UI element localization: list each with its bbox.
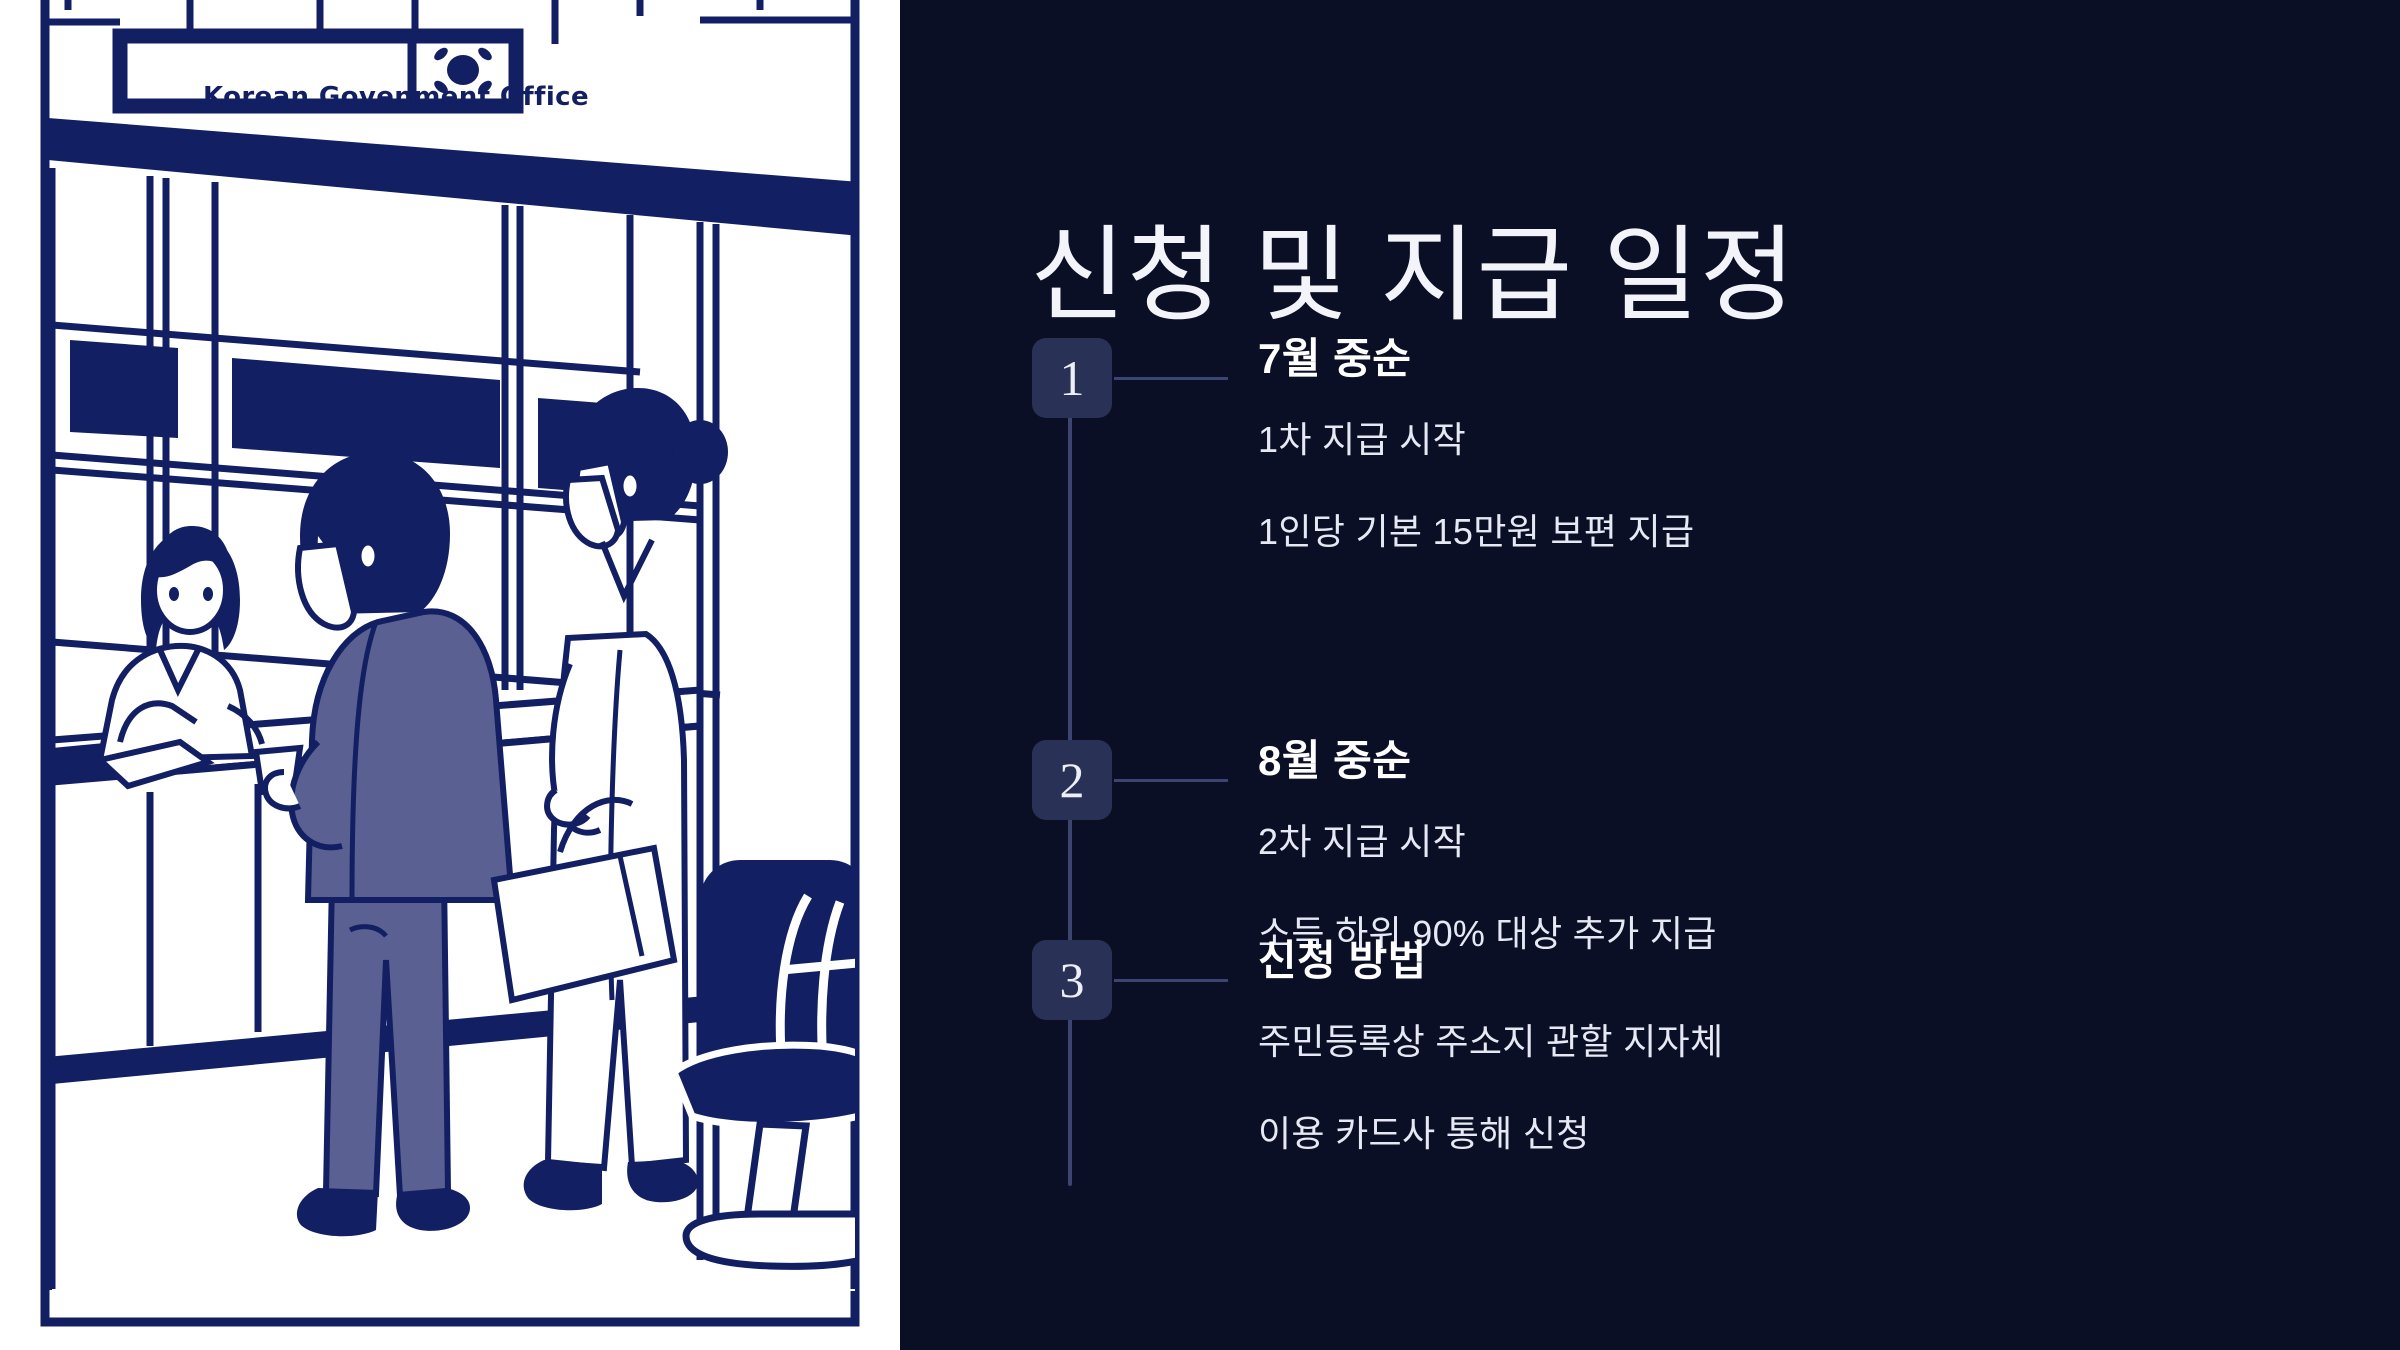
timeline-item-detail: 1차 지급 시작 bbox=[1258, 419, 1467, 461]
timeline-item-title: 신청 방법 bbox=[1258, 937, 1427, 984]
page-title: 신청 및 지급 일정 bbox=[1030, 217, 1797, 334]
timeline-item-detail: 2차 지급 시작 bbox=[1258, 821, 1467, 863]
timeline-item-detail: 이용 카드사 통해 신청 bbox=[1258, 1112, 1590, 1154]
timeline-item-title: 7월 중순 bbox=[1258, 335, 1412, 382]
timeline-step-badge: 1 bbox=[1032, 338, 1112, 418]
content-panel: 신청 및 지급 일정 1 7월 중순 1차 지급 시작 1인당 기본 15만원 … bbox=[900, 0, 2400, 1350]
timeline-connector bbox=[1114, 377, 1228, 380]
timeline: 1 7월 중순 1차 지급 시작 1인당 기본 15만원 보편 지급 2 8월 … bbox=[900, 0, 2400, 1350]
timeline-connector bbox=[1114, 979, 1228, 982]
timeline-step-badge: 3 bbox=[1032, 940, 1112, 1020]
office-sign-label: Korean Govenment Office bbox=[202, 82, 589, 112]
timeline-item-detail: 1인당 기본 15만원 보편 지급 bbox=[1258, 510, 1695, 552]
illustration-panel: Korean Govenment Office bbox=[0, 0, 900, 1350]
timeline-connector bbox=[1114, 779, 1228, 782]
timeline-item-detail: 주민등록상 주소지 관할 지자체 bbox=[1258, 1021, 1724, 1063]
wall-beam bbox=[48, 118, 855, 236]
clerk-figure bbox=[93, 526, 265, 790]
government-office-illustration bbox=[40, 0, 860, 1327]
hair-bun bbox=[672, 420, 728, 484]
timeline-item-body: 8월 중순 2차 지급 시작 소득 하위 90% 대상 추가 지급 bbox=[1258, 736, 2018, 955]
timeline-item-title: 8월 중순 bbox=[1258, 737, 1412, 784]
timeline-item-body: 신청 방법 주민등록상 주소지 관할 지자체 이용 카드사 통해 신청 bbox=[1258, 936, 2018, 1155]
timeline-step-badge: 2 bbox=[1032, 740, 1112, 820]
timeline-item-body: 7월 중순 1차 지급 시작 1인당 기본 15만원 보편 지급 bbox=[1258, 334, 2018, 553]
handbag bbox=[490, 797, 678, 1004]
korean-flag-icon bbox=[434, 47, 492, 94]
timeline-item-detail: 소득 하위 90% 대상 추가 지급 bbox=[1258, 912, 1717, 954]
waiting-chair bbox=[669, 860, 855, 1270]
hanging-sign bbox=[112, 28, 524, 114]
customer-in-suit bbox=[262, 452, 516, 1237]
